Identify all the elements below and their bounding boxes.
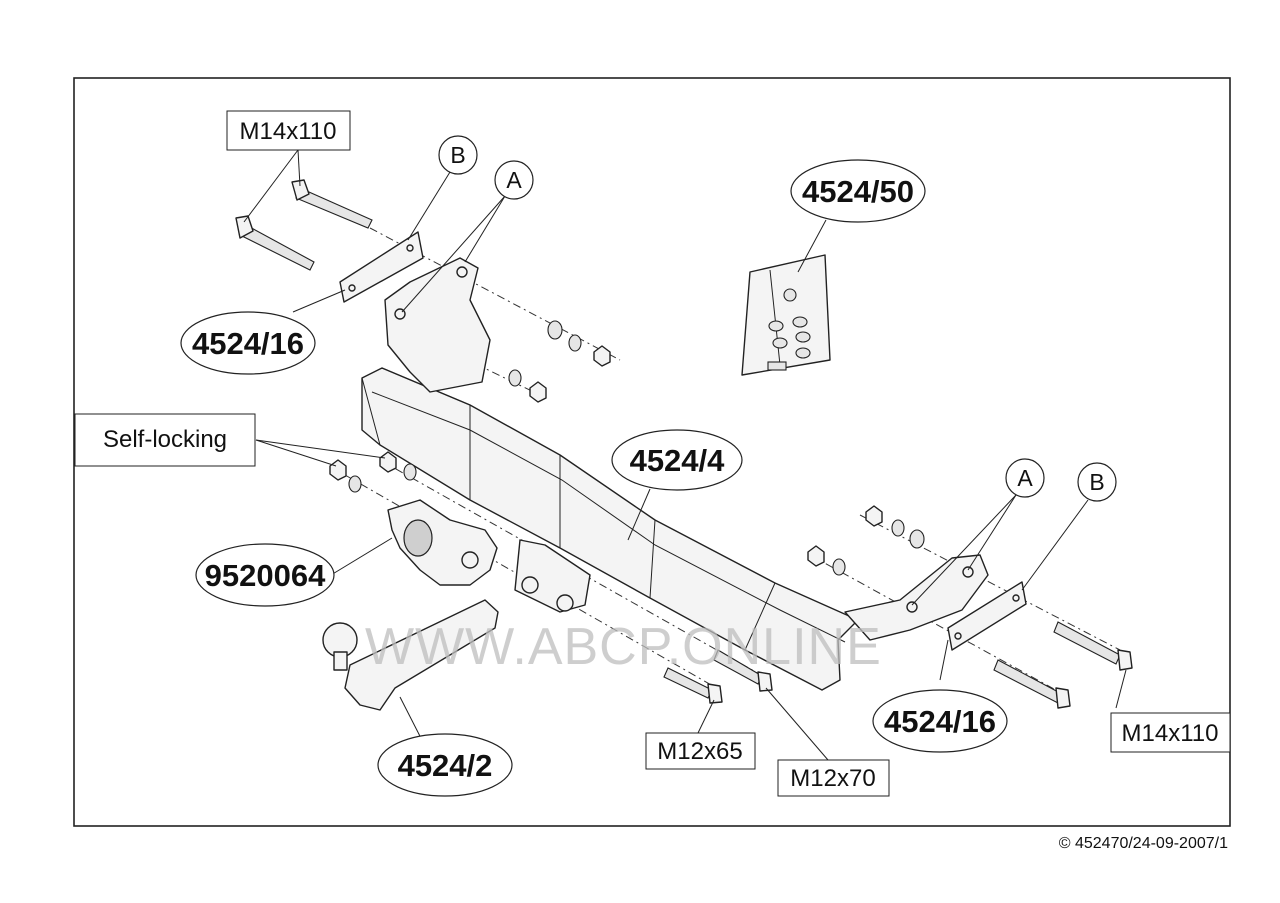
ref-circle-b-right: B bbox=[1077, 462, 1117, 502]
label-m14-right-text: M14x110 bbox=[1122, 720, 1219, 747]
label-m14-left-text: M14x110 bbox=[240, 118, 337, 145]
bracket-a-left bbox=[384, 257, 491, 393]
plate-b-right bbox=[947, 581, 1027, 651]
fitting-kit-part bbox=[741, 254, 831, 376]
ref-b-left-text: B bbox=[450, 142, 465, 168]
diagram-frame bbox=[73, 77, 1231, 827]
oval-4524-2-text: 4524/2 bbox=[398, 748, 493, 783]
ref-a-left-text: A bbox=[506, 167, 522, 193]
socket-plate-part bbox=[387, 499, 498, 586]
oval-4524-4-text: 4524/4 bbox=[630, 443, 726, 478]
label-m14-left: M14x110 bbox=[226, 110, 351, 151]
ref-circle-a-left: A bbox=[494, 160, 534, 200]
label-m12x70-text: M12x70 bbox=[790, 765, 875, 792]
crossbar-part bbox=[361, 367, 859, 691]
ref-b-right-text: B bbox=[1089, 469, 1104, 495]
bolts-m14-left bbox=[235, 179, 373, 271]
oval-4524-16-right-text: 4524/16 bbox=[884, 704, 996, 739]
oval-9520064-text: 9520064 bbox=[205, 558, 326, 593]
tow-ball-part bbox=[322, 599, 499, 711]
bolts-m14-right bbox=[993, 621, 1133, 709]
ref-circle-b-left: B bbox=[438, 135, 478, 175]
oval-4524-2: 4524/2 bbox=[377, 733, 513, 797]
label-m14-right: M14x110 bbox=[1110, 712, 1231, 753]
copyright-text: © 452470/24-09-2007/1 bbox=[1059, 835, 1228, 852]
oval-4524-4: 4524/4 bbox=[611, 429, 743, 491]
label-m12x65-text: M12x65 bbox=[657, 738, 742, 765]
ref-a-right-text: A bbox=[1017, 465, 1033, 491]
bolts-m12 bbox=[663, 649, 773, 704]
plate-b-left bbox=[339, 231, 424, 303]
oval-4524-16-left: 4524/16 bbox=[180, 311, 316, 375]
watermark-text: WWW.ABCP.ONLINE bbox=[365, 618, 882, 676]
nuts-washers bbox=[329, 320, 925, 576]
label-self-locking: Self-locking bbox=[74, 413, 256, 467]
oval-9520064: 9520064 bbox=[195, 543, 335, 607]
label-m12x65: M12x65 bbox=[645, 732, 756, 770]
label-self-locking-text: Self-locking bbox=[103, 426, 227, 453]
oval-4524-16-right: 4524/16 bbox=[872, 689, 1008, 753]
ref-circle-a-right: A bbox=[1005, 458, 1045, 498]
bracket-a-right bbox=[844, 554, 989, 641]
oval-4524-50-text: 4524/50 bbox=[802, 174, 914, 209]
oval-4524-50: 4524/50 bbox=[790, 159, 926, 223]
leader-lines bbox=[243, 149, 1127, 761]
label-m12x70: M12x70 bbox=[777, 759, 890, 797]
oval-4524-16-left-text: 4524/16 bbox=[192, 326, 304, 361]
